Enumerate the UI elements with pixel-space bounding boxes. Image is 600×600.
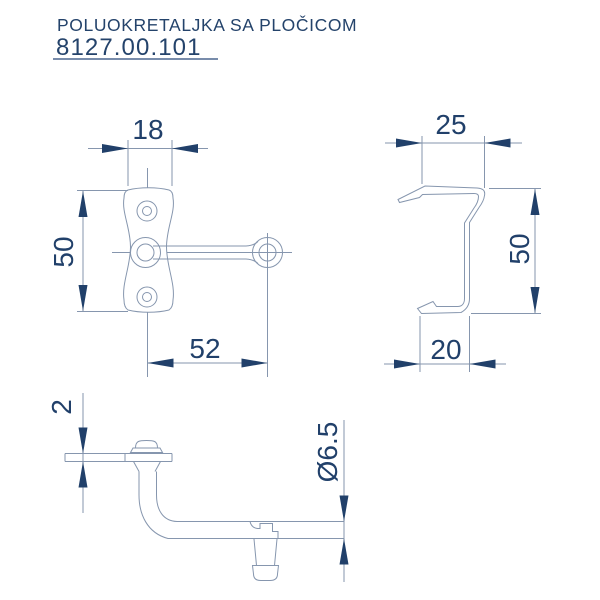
arrowhead-down — [78, 427, 88, 454]
dim-label-top: 25 — [435, 109, 466, 140]
dim-height-50: 50 — [48, 190, 128, 312]
screw-hole-top-outer — [136, 200, 158, 222]
arrowhead-right — [484, 138, 511, 148]
neck-right — [154, 461, 161, 472]
dim-label-bottom: 20 — [430, 334, 461, 365]
arrowhead-down — [78, 285, 88, 311]
neck-left — [133, 461, 140, 472]
handle-profile-outline — [138, 471, 279, 539]
profile-outline — [397, 185, 486, 315]
side-view: 2 Ø6.5 — [46, 393, 349, 582]
arrowhead-right — [172, 144, 198, 153]
knob-dome — [134, 439, 159, 449]
screw-hole-bottom-inner — [142, 292, 152, 302]
front-view: 18 50 52 — [48, 114, 292, 377]
arrowhead-up — [78, 461, 88, 488]
profile-view: 25 50 20 — [384, 109, 541, 372]
arrowhead-left — [394, 359, 420, 369]
knob-collar — [129, 447, 164, 453]
arrowhead-down — [339, 495, 349, 522]
dim-label-height: 50 — [504, 233, 535, 264]
dim-label-height: 50 — [48, 236, 79, 267]
dim-top-25: 25 — [385, 109, 522, 188]
handle-arm-top-edge — [153, 241, 259, 247]
title-block: POLUOKRETALJKA SA PLOČICOM 8127.00.101 — [53, 14, 357, 61]
arrowhead-down — [530, 287, 540, 313]
grip-cap — [251, 565, 280, 581]
grip-right-edge — [274, 538, 278, 566]
arrowhead-left — [102, 144, 128, 153]
arrowhead-up — [530, 189, 540, 215]
dim-diameter-6-5: Ø6.5 — [312, 420, 349, 582]
plate-outline — [123, 187, 174, 313]
dim-label-length: 52 — [189, 333, 220, 364]
hub-outer-circle — [130, 237, 161, 268]
arrowhead-up — [78, 191, 88, 217]
dim-thickness-2: 2 — [46, 393, 88, 513]
dim-bottom-20: 20 — [384, 316, 506, 372]
hub-inner-circle — [136, 243, 155, 262]
dim-label-thickness: 2 — [46, 399, 77, 415]
handle-end-inner-circle — [258, 243, 277, 262]
handle-end-outer-circle — [252, 237, 283, 268]
dim-length-52: 52 — [147, 333, 268, 368]
drawing-title: POLUOKRETALJKA SA PLOČICOM — [57, 14, 357, 35]
dim-label-width: 18 — [132, 114, 163, 145]
arrowhead-left — [147, 358, 174, 368]
dim-height-50-profile: 50 — [471, 188, 541, 314]
product-code: 8127.00.101 — [56, 34, 202, 61]
arrowhead-left — [396, 138, 422, 148]
arrowhead-right — [469, 359, 496, 369]
screw-hole-bottom-outer — [136, 286, 158, 308]
arrowhead-right — [241, 358, 268, 368]
dim-width-18: 18 — [88, 114, 208, 186]
grip-left-edge — [253, 538, 257, 566]
arrowhead-up — [339, 538, 349, 565]
screw-hole-top-inner — [142, 206, 152, 216]
dim-label-diameter: Ø6.5 — [312, 422, 343, 483]
